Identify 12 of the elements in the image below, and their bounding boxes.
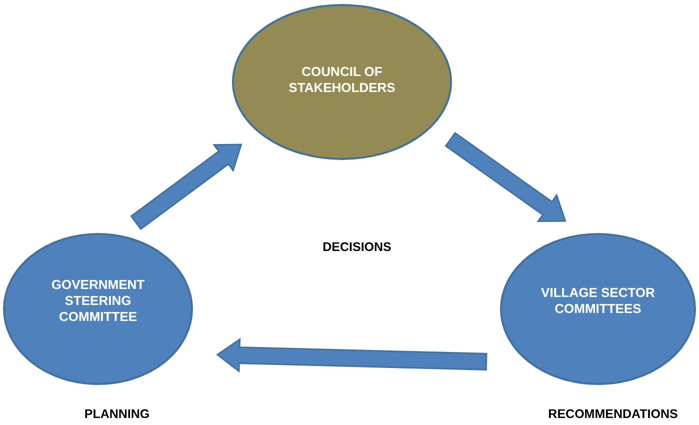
block-arrow <box>444 132 566 222</box>
stage-label: RECOMMENDATIONS <box>548 407 678 421</box>
node-label: COUNCIL OF STAKEHOLDERS <box>288 64 396 96</box>
stage-label: DECISIONS <box>322 240 392 254</box>
stage-label: PLANNING <box>84 407 150 421</box>
node-label: GOVERNMENT STEERING COMMITTEE <box>50 277 146 325</box>
ellipse-node <box>3 233 193 385</box>
block-arrow <box>130 144 242 230</box>
ellipse-node <box>500 233 696 385</box>
block-arrow <box>216 338 488 373</box>
ellipse-node <box>232 4 452 160</box>
node-label: VILLAGE SECTOR COMMITTEES <box>540 285 656 317</box>
